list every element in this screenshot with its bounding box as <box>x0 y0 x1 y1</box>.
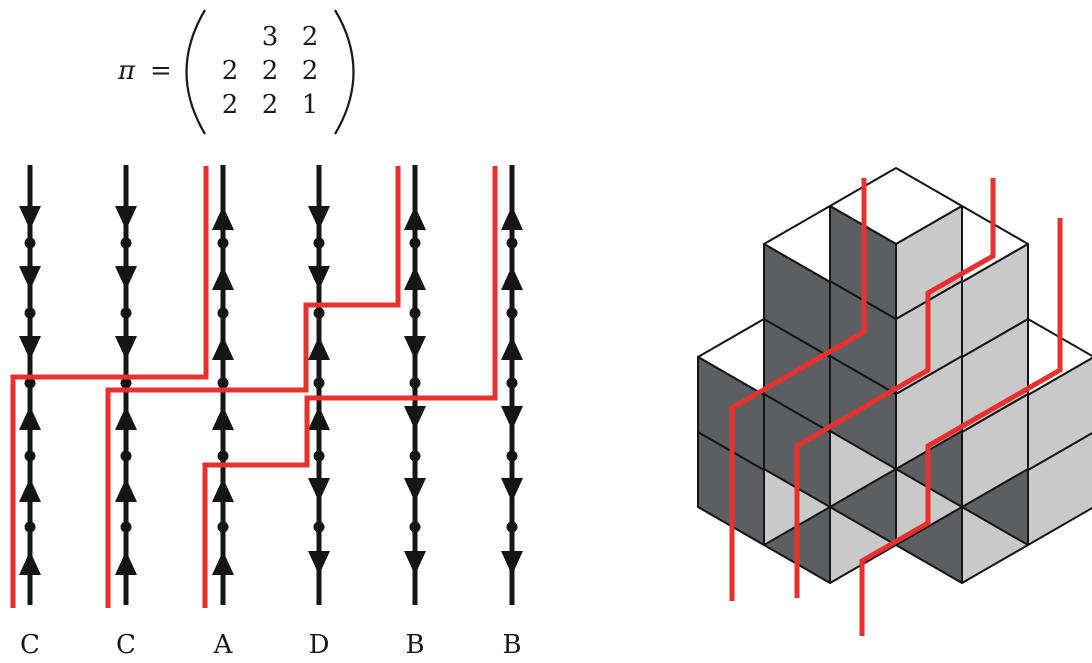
lattice-node <box>506 307 518 319</box>
lattice-node <box>409 377 421 389</box>
column-label-1: C <box>20 630 40 660</box>
arrow-up-icon <box>501 266 523 290</box>
plane-partition-cubes <box>697 167 1092 584</box>
lattice-node <box>409 237 421 249</box>
arrow-up-icon <box>308 406 330 430</box>
arrow-down-icon <box>308 551 330 575</box>
arrow-down-icon <box>501 551 523 575</box>
arrow-up-icon <box>404 266 426 290</box>
lattice-paths <box>10 166 498 608</box>
arrow-up-icon <box>212 478 234 502</box>
lattice-node <box>24 307 36 319</box>
arrow-up-icon <box>212 406 234 430</box>
left-paren <box>185 9 206 135</box>
lattice-node <box>120 521 132 533</box>
column-label-6: B <box>502 630 521 660</box>
lattice-node <box>506 450 518 462</box>
cube-path-3 <box>859 218 1063 636</box>
lattice-node <box>217 521 229 533</box>
arrow-down-icon <box>404 551 426 575</box>
lattice-node <box>409 450 421 462</box>
arrow-up-icon <box>19 406 41 430</box>
arrow-down-icon <box>115 206 137 230</box>
arrow-down-icon <box>19 266 41 290</box>
arrow-down-icon <box>404 336 426 360</box>
arrow-up-icon <box>212 336 234 360</box>
formula-matrix: 3 2 2 2 2 2 2 1 <box>222 22 319 120</box>
lattice-node <box>120 237 132 249</box>
lattice-path-2 <box>105 166 401 608</box>
matrix-cell-r3c1: 2 <box>222 90 239 120</box>
lattice-node <box>24 237 36 249</box>
matrix-cell-r2c2: 2 <box>262 56 279 86</box>
lattice-node <box>24 377 36 389</box>
column-label-3: A <box>213 630 234 660</box>
lattice-node <box>409 307 421 319</box>
lattice-node <box>313 237 325 249</box>
arrow-up-icon <box>212 206 234 230</box>
lattice-node <box>217 237 229 249</box>
lattice-node <box>506 377 518 389</box>
cube-paths <box>729 178 1063 636</box>
arrow-down-icon <box>404 478 426 502</box>
formula-symbol: π <box>117 56 136 86</box>
lattice-node <box>313 521 325 533</box>
lattice-node <box>217 377 229 389</box>
arrow-down-icon <box>115 336 137 360</box>
arrow-up-icon <box>212 551 234 575</box>
lattice-node <box>217 450 229 462</box>
arrow-up-icon <box>501 336 523 360</box>
column-label-4: D <box>309 630 330 660</box>
matrix-cell-r3c3: 1 <box>302 90 319 120</box>
arrow-up-icon <box>115 406 137 430</box>
lattice-node <box>217 307 229 319</box>
lattice-path-1 <box>10 166 209 608</box>
lattice-node <box>120 450 132 462</box>
arrow-up-icon <box>19 551 41 575</box>
arrow-up-icon <box>115 551 137 575</box>
lattice-path-3 <box>202 166 498 608</box>
lattice-node <box>313 377 325 389</box>
lattice-node <box>120 377 132 389</box>
matrix-cell-r2c1: 2 <box>222 56 239 86</box>
arrow-up-icon <box>501 206 523 230</box>
partition-formula: π = 3 2 2 2 2 2 2 1 <box>117 9 355 135</box>
column-label-2: C <box>116 630 136 660</box>
lattice-node <box>313 450 325 462</box>
matrix-cell-r1c3: 2 <box>302 22 319 52</box>
matrix-cell-r3c2: 2 <box>262 90 279 120</box>
arrow-down-icon <box>115 266 137 290</box>
lattice-node <box>409 521 421 533</box>
arrow-down-icon <box>501 406 523 430</box>
vertex-lattice <box>19 165 523 605</box>
lattice-node <box>24 521 36 533</box>
lattice-node <box>24 450 36 462</box>
arrow-down-icon <box>501 478 523 502</box>
lattice-node <box>506 521 518 533</box>
arrow-down-icon <box>404 406 426 430</box>
arrow-up-icon <box>404 206 426 230</box>
arrow-down-icon <box>19 336 41 360</box>
arrow-down-icon <box>308 206 330 230</box>
right-paren <box>334 9 355 135</box>
arrow-down-icon <box>19 206 41 230</box>
arrow-down-icon <box>308 266 330 290</box>
matrix-cell-r2c3: 2 <box>302 56 319 86</box>
lattice-node <box>120 307 132 319</box>
arrow-up-icon <box>19 478 41 502</box>
column-labels: C C A D B B <box>20 630 522 660</box>
arrow-down-icon <box>308 478 330 502</box>
formula-equals: = <box>150 56 172 86</box>
arrow-up-icon <box>308 336 330 360</box>
cube-path-2 <box>794 178 996 598</box>
column-label-5: B <box>405 630 424 660</box>
arrow-up-icon <box>212 266 234 290</box>
lattice-node <box>313 307 325 319</box>
cube-path-1 <box>729 178 867 601</box>
arrow-up-icon <box>115 478 137 502</box>
lattice-node <box>506 237 518 249</box>
matrix-cell-r1c2: 3 <box>262 22 279 52</box>
